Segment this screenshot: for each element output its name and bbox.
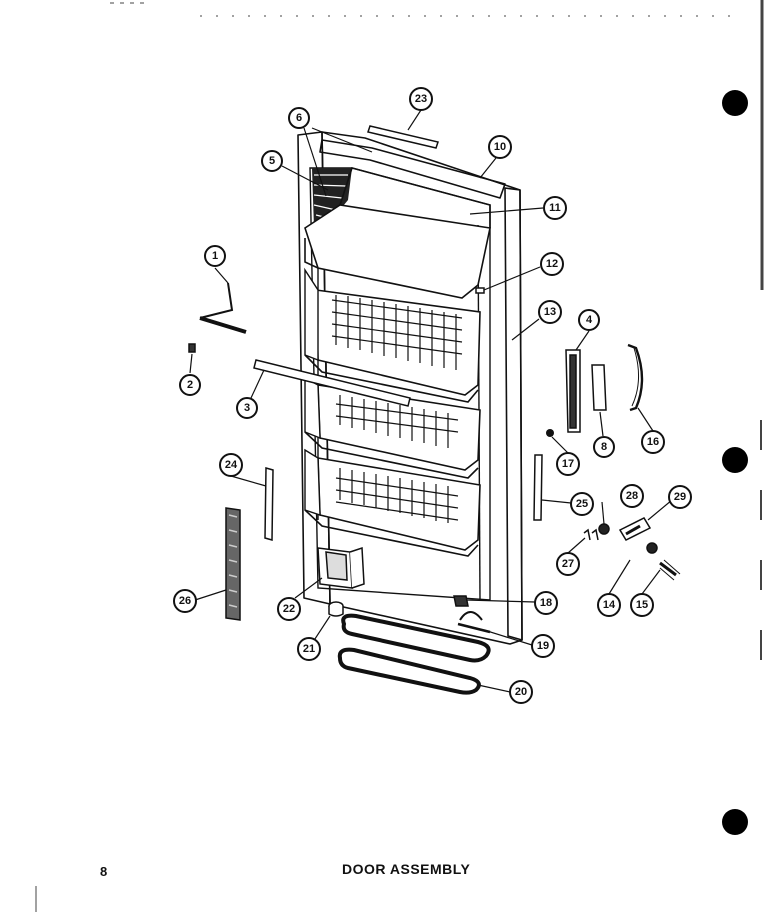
callout-2-label: 2 — [187, 379, 193, 391]
callout-18: 18 — [534, 591, 558, 615]
callout-3: 3 — [236, 397, 258, 419]
callout-17-label: 17 — [562, 458, 574, 470]
callout-19: 19 — [531, 634, 555, 658]
callout-12-label: 12 — [546, 258, 558, 270]
shelf-lower — [304, 448, 481, 557]
callout-22-label: 22 — [283, 603, 295, 615]
binder-hole-top — [722, 90, 748, 116]
part-30-gasket — [341, 613, 491, 663]
part-23-strip — [367, 125, 439, 149]
callout-4-label: 4 — [586, 314, 593, 326]
callout-10: 10 — [488, 135, 512, 159]
callout-14: 14 — [597, 593, 621, 617]
part-2-fastener — [188, 343, 196, 353]
callout-12: 12 — [540, 252, 564, 276]
callout-24: 24 — [219, 453, 243, 477]
part-8-pad — [591, 364, 607, 411]
page-number: 8 — [100, 864, 108, 879]
binder-hole-middle — [722, 447, 748, 473]
latch-hardware — [583, 517, 681, 581]
callout-22: 22 — [277, 597, 301, 621]
callout-10-label: 10 — [494, 141, 506, 153]
part-17-plug — [546, 429, 554, 437]
callout-28-label: 28 — [626, 490, 638, 502]
part-22-box — [317, 546, 365, 589]
part-4-hinge — [565, 349, 581, 433]
part-12-screw — [475, 287, 485, 294]
callout-15-label: 15 — [636, 599, 648, 611]
callout-20: 20 — [509, 680, 533, 704]
callout-28: 28 — [620, 484, 644, 508]
callout-20-label: 20 — [515, 686, 527, 698]
top-shelf — [304, 167, 491, 299]
callout-18-label: 18 — [540, 597, 552, 609]
part-16-handle — [627, 343, 644, 412]
callout-6-label: 6 — [296, 112, 302, 124]
callout-14-label: 14 — [603, 599, 616, 611]
callout-5-label: 5 — [269, 155, 275, 167]
callout-5: 5 — [261, 150, 283, 172]
callout-13-label: 13 — [544, 306, 556, 318]
callout-1-label: 1 — [212, 250, 218, 262]
callout-19-label: 19 — [537, 640, 549, 652]
callout-25: 25 — [570, 492, 594, 516]
part-24-strip — [264, 467, 274, 541]
callout-13: 13 — [538, 300, 562, 324]
callout-16-label: 16 — [647, 436, 659, 448]
callout-21-label: 21 — [303, 643, 315, 655]
callout-15: 15 — [630, 593, 654, 617]
page-title: DOOR ASSEMBLY — [342, 861, 471, 877]
callout-1: 1 — [204, 245, 226, 267]
callout-11-label: 11 — [549, 202, 561, 214]
leader-lines — [189, 109, 673, 693]
callouts: 1 2 3 4 5 6 8 10 11 12 13 14 15 16 17 18… — [173, 87, 692, 704]
callout-11: 11 — [543, 196, 567, 220]
callout-3-label: 3 — [244, 402, 250, 414]
part-1-rod — [199, 282, 247, 334]
part-18-19-bracket — [453, 595, 491, 634]
callout-8: 8 — [593, 436, 615, 458]
part-3-bar — [253, 359, 411, 407]
shelf-upper — [304, 267, 481, 403]
callout-6: 6 — [288, 107, 310, 129]
part-26-gasket-strip — [225, 507, 241, 621]
callout-4: 4 — [578, 309, 600, 331]
callout-2: 2 — [179, 374, 201, 396]
callout-25-label: 25 — [576, 498, 588, 510]
callout-21: 21 — [297, 637, 321, 661]
part-20-gasket — [337, 647, 481, 695]
callout-29: 29 — [668, 485, 692, 509]
callout-17: 17 — [556, 452, 580, 476]
part-21-knob — [328, 601, 344, 617]
callout-24-label: 24 — [225, 459, 238, 471]
scan-artifacts — [35, 0, 764, 912]
binder-hole-bottom — [722, 809, 748, 835]
callout-23: 23 — [409, 87, 433, 111]
callout-29-label: 29 — [674, 491, 686, 503]
callout-16: 16 — [641, 430, 665, 454]
part-25-strip — [533, 454, 543, 521]
callout-27: 27 — [556, 552, 580, 576]
callout-23-label: 23 — [415, 93, 427, 105]
callout-8-label: 8 — [601, 441, 607, 453]
callout-27-label: 27 — [562, 558, 574, 570]
callout-26-label: 26 — [179, 595, 191, 607]
shelf-middle — [304, 376, 481, 479]
callout-26: 26 — [173, 589, 197, 613]
